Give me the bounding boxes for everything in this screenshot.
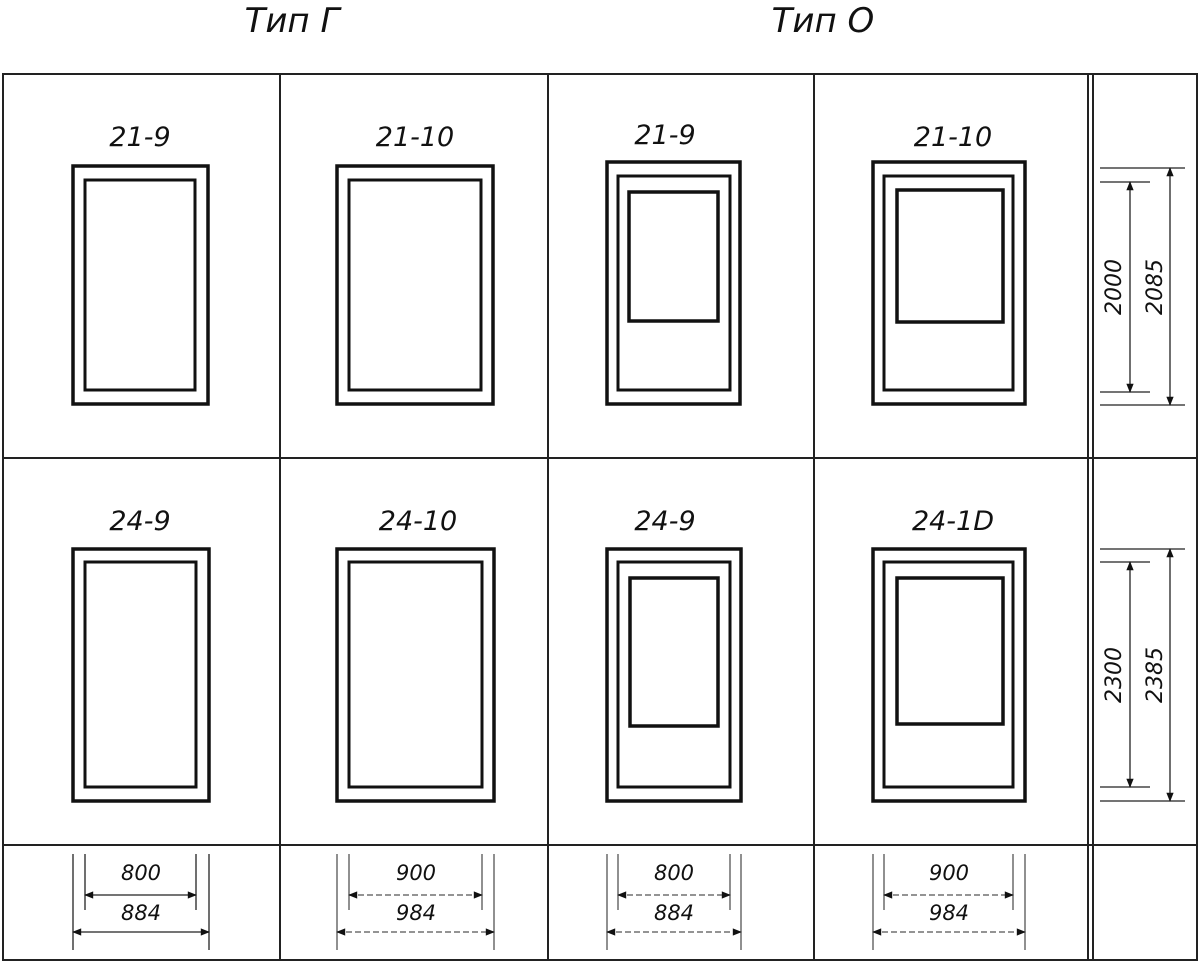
height-dimension-row2: 2300 2385	[1100, 548, 1185, 802]
door-o-21-9	[605, 160, 742, 406]
door-g-21-10	[335, 164, 495, 406]
width-dimension-col1: 800 884	[72, 854, 210, 950]
door-g-21-9	[71, 164, 210, 406]
header-type-g: Тип Г	[245, 1, 343, 41]
width-dimension-col4: 900 984	[872, 854, 1026, 950]
door-label-r2c2: 24-10	[379, 506, 457, 537]
dim-width-outer-c2: 984	[396, 901, 436, 925]
dim-width-inner-c2: 900	[396, 861, 436, 885]
door-label-r2c1: 24-9	[109, 506, 170, 537]
door-g-24-9	[71, 547, 211, 803]
door-label-r2c4: 24-1D	[912, 506, 994, 537]
dim-width-outer-c3: 884	[654, 901, 694, 925]
door-o-24-10	[871, 547, 1027, 803]
dim-width-outer-c4: 984	[929, 901, 969, 925]
dim-width-outer-c1: 884	[121, 901, 161, 925]
dim-width-inner-c4: 900	[929, 861, 969, 885]
width-dimension-col3: 800 884	[606, 854, 742, 950]
header-type-o: Тип О	[772, 1, 875, 41]
height-dimension-row1: 2000 2085	[1100, 167, 1185, 406]
dim-width-inner-c3: 800	[654, 861, 694, 885]
dim-width-inner-c1: 800	[121, 861, 161, 885]
width-dimension-col2: 900 984	[336, 854, 495, 950]
door-g-24-10	[335, 547, 496, 803]
table-grid	[2, 73, 1198, 961]
door-o-21-10	[871, 160, 1027, 406]
dim-2085: 2085	[1143, 259, 1168, 315]
door-label-r1c3: 21-9	[634, 120, 695, 151]
door-o-24-9	[605, 547, 743, 803]
door-label-r2c3: 24-9	[634, 506, 695, 537]
dim-2385: 2385	[1143, 647, 1168, 703]
door-label-r1c2: 21-10	[376, 122, 454, 153]
door-label-r1c4: 21-10	[914, 122, 992, 153]
dim-2000: 2000	[1102, 259, 1127, 315]
dim-2300: 2300	[1102, 647, 1127, 703]
door-label-r1c1: 21-9	[109, 122, 170, 153]
